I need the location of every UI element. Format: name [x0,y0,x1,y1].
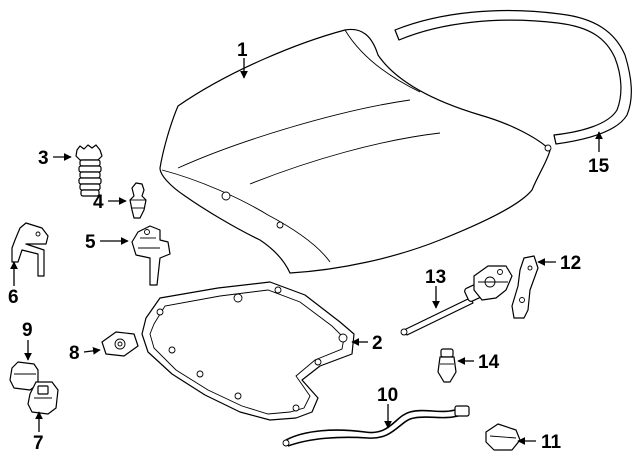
hood-panel [159,28,552,274]
callout-15: 15 [588,156,610,177]
callout-5: 5 [85,232,96,253]
clip-lower [27,381,59,415]
leader-lines [10,58,603,445]
latch-bracket [511,255,539,319]
striker [437,348,457,383]
callout-13: 13 [425,267,446,288]
clip-upper [9,361,39,391]
callout-6: 6 [8,287,19,308]
callout-4: 4 [93,192,104,213]
support-bracket [11,222,49,277]
hood-hinge [131,225,171,286]
callout-12: 12 [560,253,581,274]
callout-7: 7 [33,433,44,454]
adjuster [129,182,147,219]
callout-8: 8 [69,343,80,364]
hood-seal [394,9,632,145]
bumper-stop [75,144,103,197]
callout-2: 2 [372,333,383,354]
release-handle [485,423,521,451]
callout-3: 3 [38,148,49,169]
hood-insulator [141,281,355,421]
grommet [101,331,139,357]
callout-1: 1 [237,40,248,61]
callout-10: 10 [377,385,398,406]
callout-9: 9 [22,320,33,341]
callout-14: 14 [478,352,500,373]
support-rod [400,284,482,336]
hood-latch [473,265,513,301]
callout-11: 11 [541,432,562,453]
callout-numbers: 1 2 3 4 5 6 7 8 9 10 11 12 13 14 15 [8,40,610,454]
leader-8 [83,347,101,355]
